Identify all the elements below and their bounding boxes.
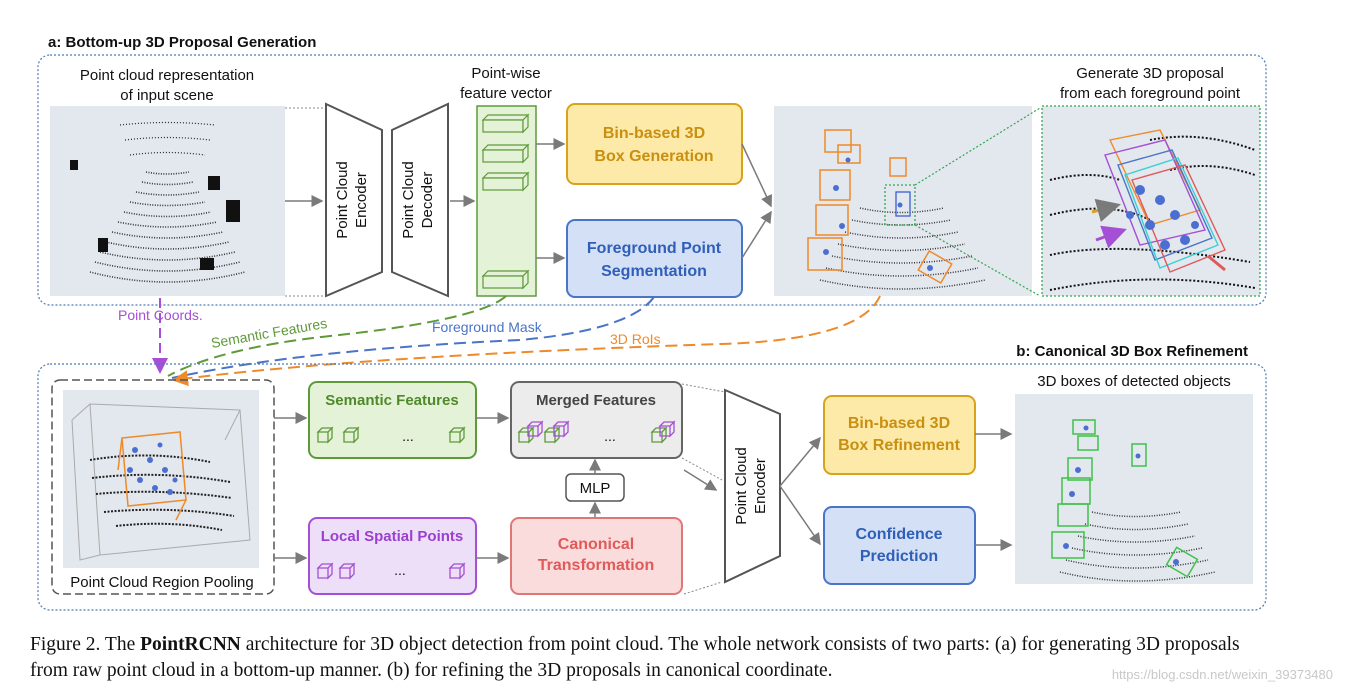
semantic-features-box [308,381,477,459]
bin-gen-line1: Bin-based 3D [603,125,705,142]
merged-ellipsis: ... [604,428,616,444]
pw-label-line2: feature vector [460,85,552,102]
pc-encoder-b-line1: Point Cloud [733,447,750,525]
pc-decoder-a-line2: Decoder [419,172,436,229]
canonical-transformation-box [510,517,683,595]
semantic-ellipsis: ... [402,428,414,444]
connectors: Point Coords. Semantic Features Foregrou… [118,295,881,387]
panel-b-title: b: Canonical 3D Box Refinement [1016,343,1248,360]
panel-b: b: Canonical 3D Box Refinement [37,343,1267,611]
watermark: https://blog.csdn.net/weixin_39373480 [1111,667,1333,682]
bin-based-box-refinement [823,395,976,475]
foreground-point-segmentation [566,219,743,298]
pc-label-line2: of input scene [120,87,213,104]
point-coords-label: Point Coords. [118,307,203,323]
pc-decoder-a-line1: Point Cloud [400,161,417,239]
pc-encoder-a-line2: Encoder [353,172,370,228]
local-spatial-ellipsis: ... [394,562,406,578]
region-pooling-image [63,390,259,568]
pc-decoder-a [391,102,449,298]
pc-label-line1: Point cloud representation [80,67,254,84]
gen-label-line2: from each foreground point [1060,85,1241,102]
pw-label-line1: Point-wise [471,65,540,82]
rois-arrow [172,295,881,387]
pointwise-feature-vector [476,105,537,297]
semantic-features-arrow [167,295,507,377]
conf-line1: Confidence [855,526,942,543]
rois-label: 3D RoIs [610,331,661,347]
gen-label-line1: Generate 3D proposal [1076,65,1224,82]
fg-seg-line1: Foreground Point [587,240,722,257]
pc-encoder-b-line2: Encoder [752,458,769,514]
caption-text: architecture for 3D object detection fro… [30,634,1240,681]
detected-boxes-image [1015,394,1253,584]
region-pooling-label: Point Cloud Region Pooling [70,574,253,591]
conf-line2: Prediction [860,548,938,565]
pc-encoder-a [325,102,383,298]
merged-features-title: Merged Features [536,392,656,409]
merged-features-box [510,381,683,459]
confidence-prediction-box [823,506,976,585]
bin-based-box-generation [566,103,743,185]
panel-a-border [37,54,1267,306]
bin-ref-line1: Bin-based 3D [848,415,950,432]
proposal-zoom-image [1041,105,1261,297]
figure-caption: Figure 2. The PointRCNN architecture for… [30,632,1280,684]
pc-encoder-a-line1: Point Cloud [334,161,351,239]
panel-b-border [37,363,1267,611]
pointwise-feature-cubes [481,113,530,290]
local-spatial-title: Local Spatial Points [321,528,464,545]
bin-ref-line2: Box Refinement [838,437,960,454]
mlp-label: MLP [580,480,611,497]
foreground-mask-arrow [171,296,655,379]
caption-prefix: Figure 2. The [30,634,141,655]
fg-seg-line2: Segmentation [601,263,707,280]
panel-a: a: Bottom-up 3D Proposal Generation Poin… [37,34,1267,306]
canonical-line2: Transformation [538,557,654,574]
canonical-line1: Canonical [558,536,634,553]
detected-label: 3D boxes of detected objects [1037,373,1230,390]
region-pooling-frame [51,379,275,595]
local-spatial-points-box [308,517,477,595]
caption-model-name: PointRCNN [140,634,241,655]
panel-a-title: a: Bottom-up 3D Proposal Generation [48,34,316,51]
semantic-features-title: Semantic Features [325,392,458,409]
input-point-cloud-image [50,106,285,296]
bin-gen-line2: Box Generation [594,148,713,165]
pc-encoder-b [724,388,781,584]
proposal-scene-image [774,106,1032,296]
foreground-mask-label: Foreground Mask [432,319,543,335]
